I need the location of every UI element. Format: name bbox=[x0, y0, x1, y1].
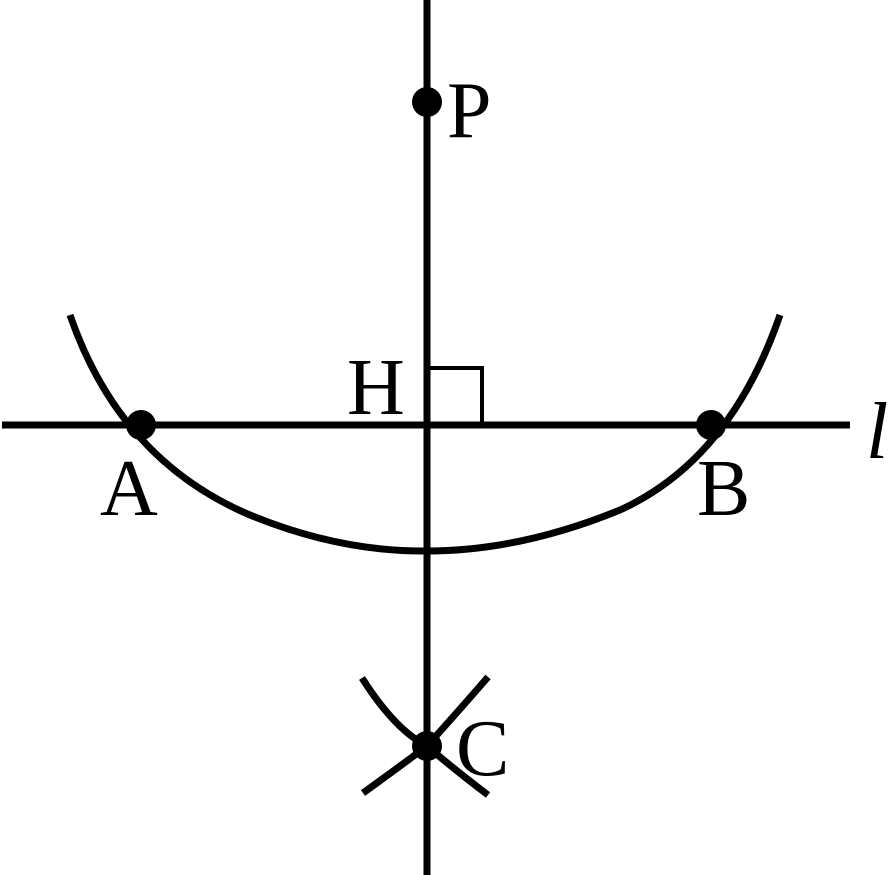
point-c bbox=[412, 731, 442, 761]
label-line-l: l bbox=[866, 388, 888, 476]
point-a bbox=[126, 410, 156, 440]
label-b: B bbox=[697, 445, 750, 533]
point-b bbox=[696, 410, 726, 440]
label-a: A bbox=[100, 445, 158, 533]
point-p bbox=[412, 87, 442, 117]
label-c: C bbox=[456, 705, 509, 793]
arc-centered-at-p bbox=[66, 313, 784, 555]
label-h: H bbox=[347, 344, 405, 432]
right-angle-marker bbox=[427, 366, 484, 425]
label-p: P bbox=[447, 67, 492, 155]
